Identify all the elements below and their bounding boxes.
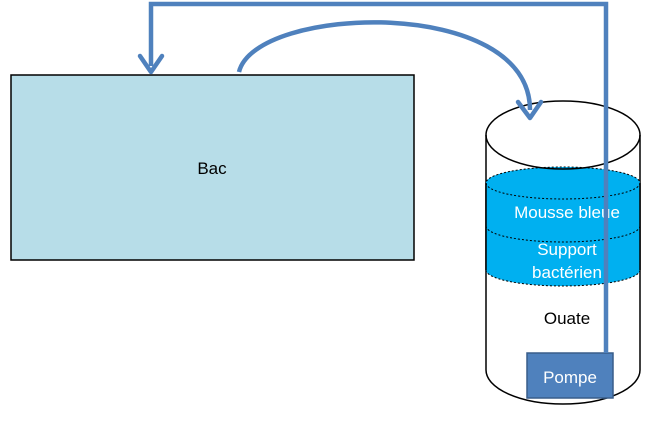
mousse-top-edge [485, 166, 641, 200]
pompe-box [526, 352, 614, 399]
support-label-line1: Support [537, 240, 597, 259]
ouate-label: Ouate [544, 309, 590, 328]
support-label-line2: bactérien [532, 263, 602, 282]
bac-box [10, 74, 415, 261]
overflow-arrow-head [515, 99, 544, 121]
return-arrow-head [137, 53, 165, 75]
media-bottom-edge [485, 269, 641, 287]
cylinder-top-rim [485, 100, 641, 170]
media-divider [485, 225, 641, 243]
overflow-pipe [236, 20, 533, 111]
bac-label: Bac [197, 159, 227, 178]
pompe-label: Pompe [543, 368, 597, 387]
mousse-label: Mousse bleue [514, 203, 620, 222]
return-pipe [148, 1, 609, 353]
